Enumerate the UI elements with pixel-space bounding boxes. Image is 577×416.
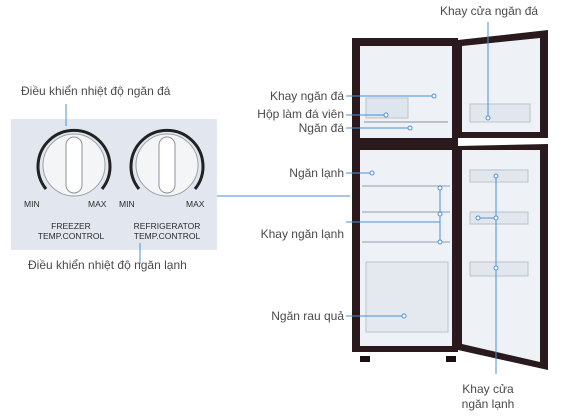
refrigerator-knob-scale [129, 128, 205, 190]
freezer-min-label: MIN [24, 199, 40, 209]
leader-fridge-shelf-dot-3 [437, 239, 443, 245]
freezer-knob [36, 128, 112, 197]
freezer-interior [360, 46, 452, 138]
refrigerator-knob [129, 128, 205, 197]
refrigerator-knob-grip [158, 136, 176, 194]
refrigerator-title-2: TEMP.CONTROL [133, 231, 201, 241]
freezer-title-1: FREEZER [51, 221, 91, 231]
fridge-divider [352, 138, 458, 148]
label-ice-tray: Khay ngăn đá [269, 89, 344, 103]
label-fridge-compartment: Ngăn lạnh [289, 166, 344, 180]
label-fridge-door-shelf-1: Khay cửa [462, 382, 514, 396]
leader-freezer-door-shelf-dot [485, 115, 491, 121]
knobs-graphic [36, 128, 205, 197]
label-crisper: Ngăn rau quả [271, 309, 344, 323]
fridge-door-shelf-graphic-3 [469, 261, 529, 277]
freezer-knob-grip [65, 136, 83, 194]
label-freezer-compartment: Ngăn đá [298, 121, 344, 135]
refrigerator-max-label: MAX [186, 199, 205, 209]
leader-freezer-compartment-dot [407, 125, 413, 131]
leader-fridge-door-shelf-dot-2 [493, 215, 499, 221]
label-fridge-door-shelf-2: ngăn lạnh [461, 397, 515, 411]
leader-ice-box-dot [383, 112, 389, 118]
leader-fridge-compartment-dot [369, 170, 375, 176]
fridge-foot-left [360, 356, 370, 362]
leader-fridge-door-shelf-dot-1 [493, 173, 499, 179]
label-fridge-temp-control: Điều khiển nhiệt độ ngăn lạnh [28, 258, 187, 272]
control-panel: MIN MAX FREEZER TEMP.CONTROL MIN MAX REF… [11, 119, 217, 250]
freezer-max-label: MAX [88, 199, 107, 209]
leader-fridge-shelf-dot-1 [437, 185, 443, 191]
leader-fridge-door-shelf-dot-3 [475, 215, 481, 221]
fridge-foot-right [446, 356, 456, 362]
freezer-title-2: TEMP.CONTROL [37, 231, 105, 241]
fridge-door-inner [462, 150, 540, 362]
label-freezer-temp-control: Điều khiển nhiệt độ ngăn đá [21, 84, 171, 98]
leader-crisper-dot [401, 313, 407, 319]
refrigerator-min-label: MIN [119, 199, 135, 209]
leader-lines [217, 22, 499, 374]
freezer-door-shelf-graphic [469, 103, 531, 123]
leader-fridge-door-shelf-dot-4 [493, 265, 499, 271]
label-freezer-door-shelf: Khay cửa ngăn đá [440, 4, 539, 18]
ice-box-graphic [365, 97, 409, 119]
label-fridge-shelf: Khay ngăn lạnh [260, 227, 344, 241]
crisper-graphic [365, 261, 449, 333]
refrigerator-title-1: REFRIGERATOR [133, 221, 201, 231]
freezer-knob-scale [36, 128, 112, 190]
label-ice-box: Hộp làm đá viên [257, 107, 344, 121]
leader-ice-tray-dot [431, 93, 437, 99]
leader-fridge-shelf-dot-2 [437, 211, 443, 217]
fridge-door-shelf-graphic-1 [469, 169, 529, 183]
fridge-door-shelf-graphic-2 [469, 211, 529, 225]
